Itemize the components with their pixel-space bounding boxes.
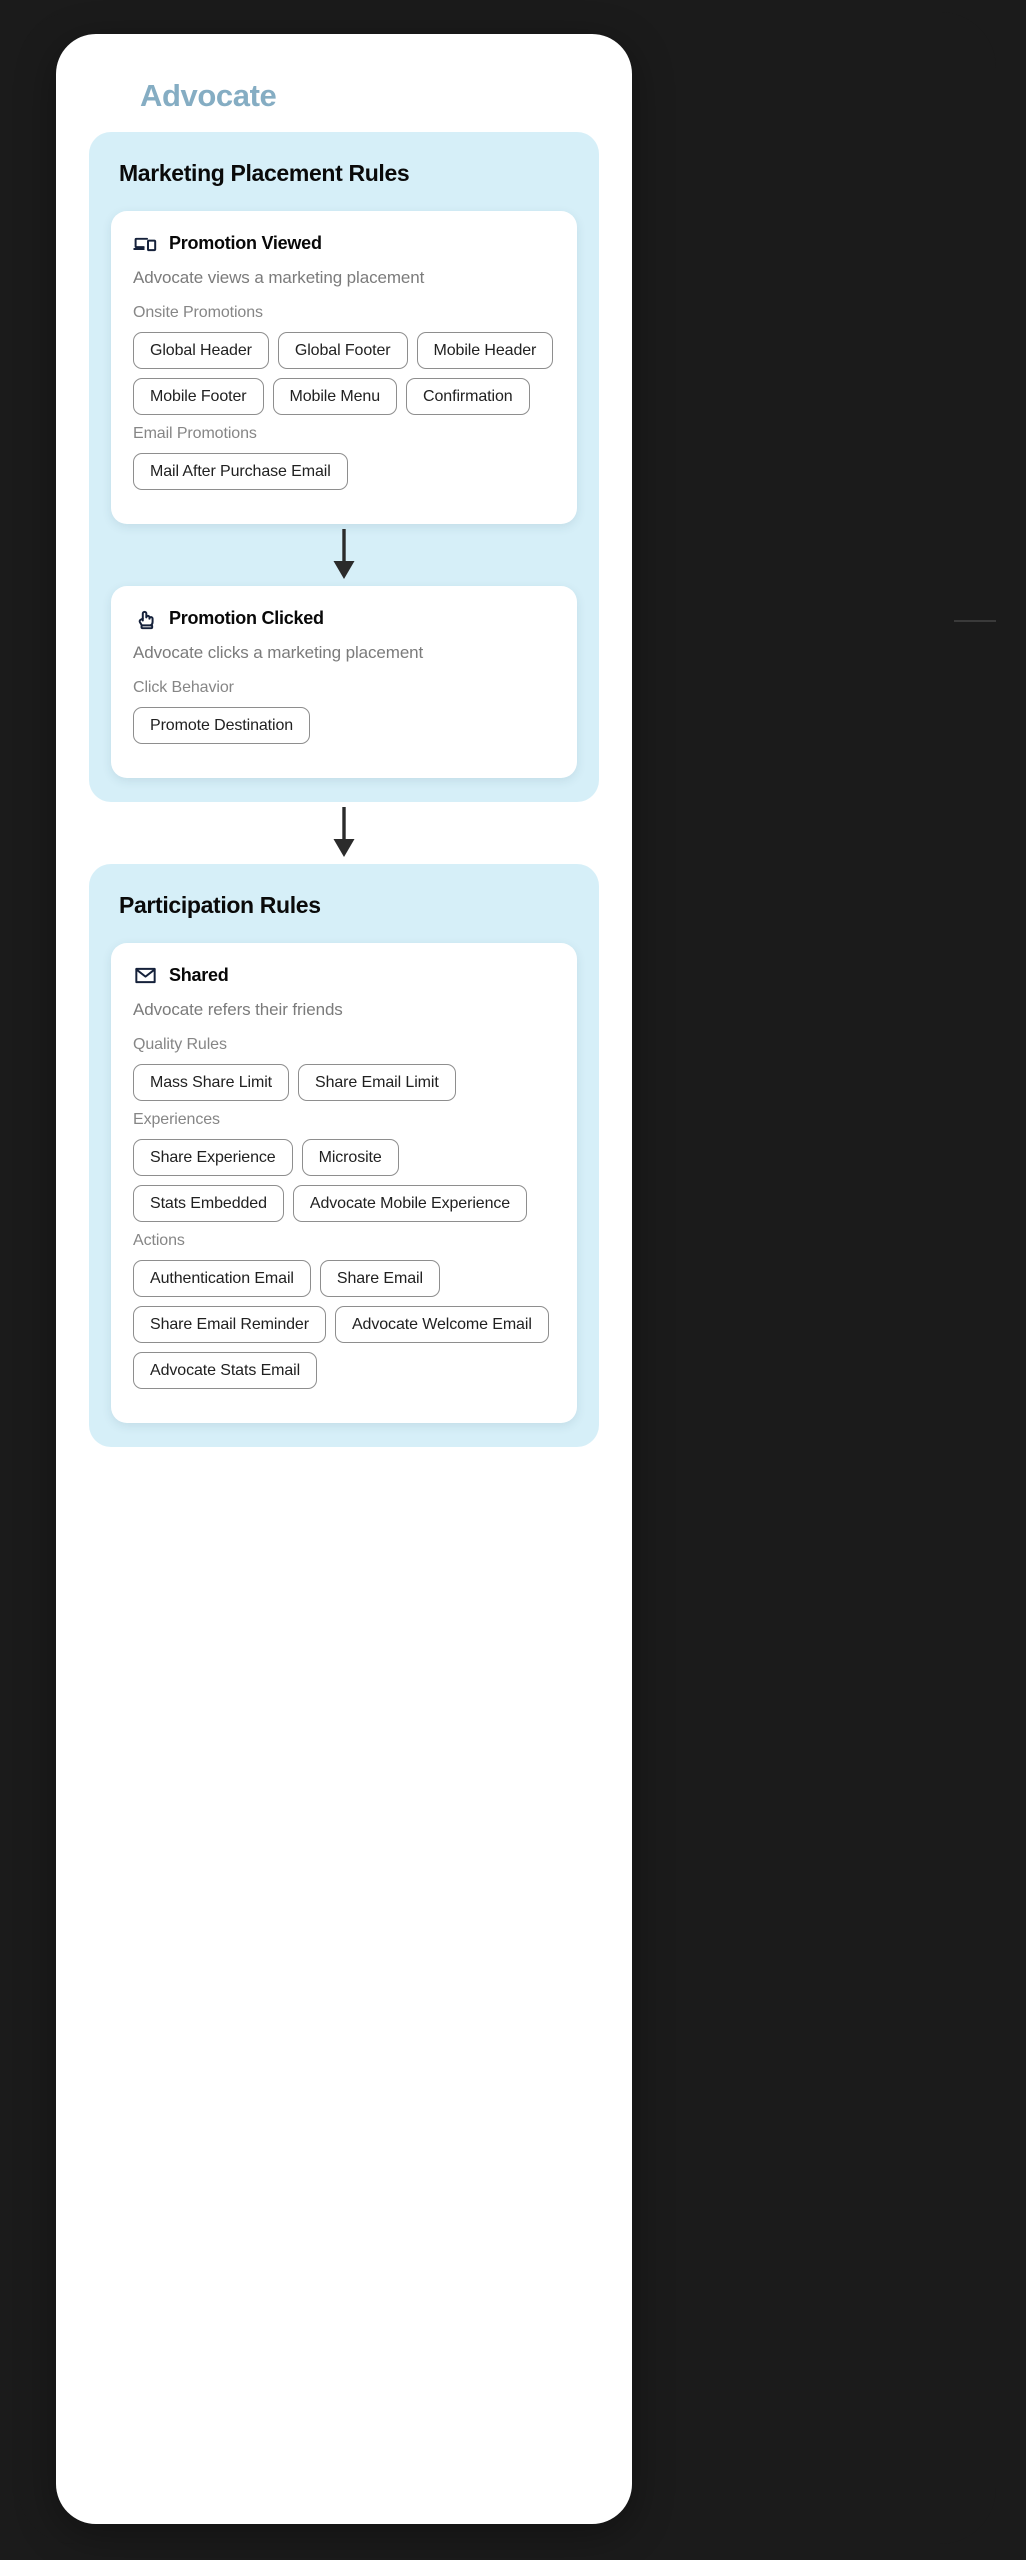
pill-button[interactable]: Confirmation [406,378,530,415]
card-header: Promotion Clicked [133,606,555,631]
section-label: Experiences [133,1111,220,1128]
card-title: Promotion Viewed [169,233,322,253]
arrow-marketing-to-participation [82,802,606,864]
pill-button[interactable]: Share Email Limit [298,1064,456,1101]
card-header: Shared [133,963,555,988]
card-description: Advocate views a marketing placement [133,268,425,287]
edge-tick-mark [954,620,996,622]
card-description: Advocate clicks a marketing placement [133,643,424,662]
pill-button[interactable]: Stats Embedded [133,1185,284,1222]
envelope-icon [133,963,158,988]
pill-button[interactable]: Global Header [133,332,269,369]
pill-button[interactable]: Promote Destination [133,707,311,744]
section-label: Quality Rules [133,1036,227,1053]
pill-button[interactable]: Microsite [301,1139,399,1176]
card-title: Shared [169,965,229,985]
section-label: Click Behavior [133,679,234,696]
pill-button[interactable]: Mail After Purchase Email [133,453,348,490]
pill-button[interactable]: Share Email [319,1260,440,1297]
pill-button[interactable]: Mobile Menu [272,378,398,415]
pill-button[interactable]: Advocate Stats Email [133,1352,318,1389]
group-title: Marketing Placement Rules [119,160,410,186]
pill-button[interactable]: Authentication Email [133,1260,311,1297]
pill-button[interactable]: Mass Share Limit [133,1064,289,1101]
pointing-hand-icon [133,606,158,631]
pill-button[interactable]: Mobile Footer [133,378,264,415]
section-label: Actions [133,1232,185,1249]
pill-row: Promote Destination [133,707,555,744]
pill-button[interactable]: Global Footer [277,332,408,369]
arrow-viewed-to-clicked [111,524,577,586]
pill-button[interactable]: Share Email Reminder [133,1306,326,1343]
section-label: Email Promotions [133,425,257,442]
arrow-down-icon [333,807,355,857]
card-title: Promotion Clicked [169,608,324,628]
page-title: Advocate [140,78,277,113]
pill-button[interactable]: Advocate Welcome Email [334,1306,549,1343]
card-description: Advocate refers their friends [133,1000,343,1019]
group-title: Participation Rules [119,892,321,918]
card-header: Promotion Viewed [133,231,555,256]
arrow-down-icon [333,529,355,579]
devices-icon [133,231,158,256]
pill-row: Mail After Purchase Email [133,453,555,490]
pill-button[interactable]: Mobile Header [416,332,554,369]
pill-button[interactable]: Advocate Mobile Experience [292,1185,528,1222]
section-label: Onsite Promotions [133,304,263,321]
pill-button[interactable]: Share Experience [133,1139,293,1176]
